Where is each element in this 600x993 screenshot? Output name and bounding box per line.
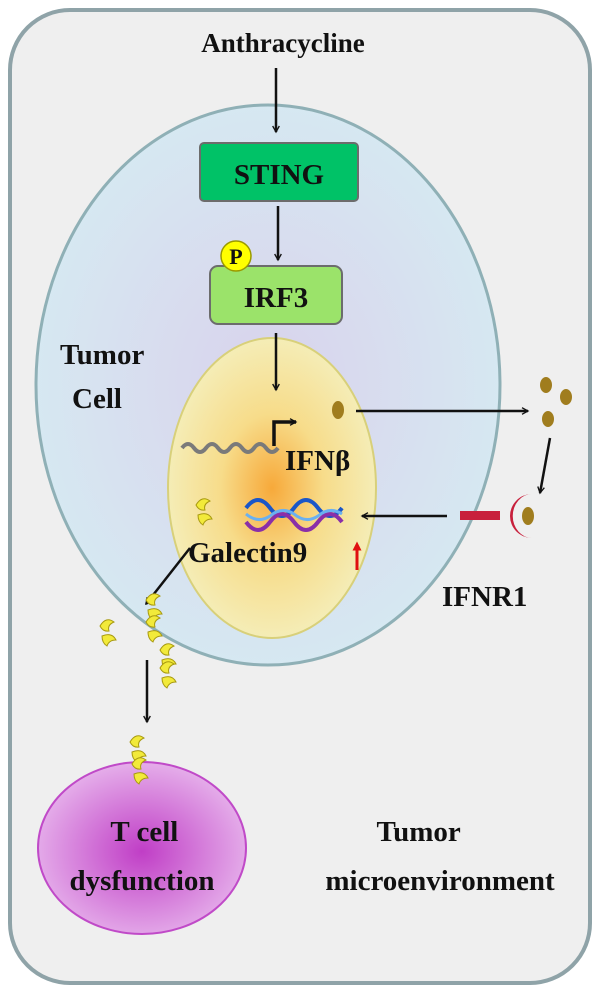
t-cell-label-line1: T cell — [110, 816, 178, 848]
ifn-particle — [540, 377, 552, 393]
tumor-cell-label-line2: Cell — [72, 383, 122, 415]
sting-label: STING — [234, 159, 324, 191]
secreted-ifn-particles — [540, 377, 572, 427]
ifnr1-label: IFNR1 — [442, 581, 527, 613]
tumor-cell-label: Tumor Cell — [60, 339, 151, 415]
t-cell — [37, 761, 247, 935]
t-cell-label-line2: dysfunction — [69, 865, 214, 897]
nucleus — [167, 337, 377, 639]
microenvironment-label: Tumor microenvironment — [325, 816, 555, 897]
phospho-label: P — [229, 244, 242, 269]
t-cell-label: T cell dysfunction — [69, 816, 214, 897]
ifnb-gene-wave — [180, 442, 280, 454]
irf3-label: IRF3 — [244, 282, 308, 314]
arrow-ifn-to-receptor — [540, 437, 552, 493]
sting-box — [199, 142, 359, 202]
microenvironment-label-line2: microenvironment — [325, 865, 555, 897]
bound-ifn-particle — [522, 507, 534, 525]
phospho-badge — [220, 240, 252, 272]
ifnr1-receptor — [460, 494, 534, 538]
ifn-particle — [542, 411, 554, 427]
galectin9-dna-helix — [244, 498, 344, 532]
anthracycline-label: Anthracycline — [201, 28, 364, 58]
transcription-start-arrow — [272, 422, 296, 446]
irf3-box — [209, 265, 343, 325]
microenvironment-label-line1: Tumor — [376, 816, 460, 848]
ifn-particle — [560, 389, 572, 405]
ifnb-label: IFNβ — [285, 445, 350, 477]
tumor-cell-label-line1: Tumor — [60, 339, 144, 371]
galectin9-label: Galectin9 — [188, 537, 307, 569]
ifn-particle — [332, 401, 344, 419]
